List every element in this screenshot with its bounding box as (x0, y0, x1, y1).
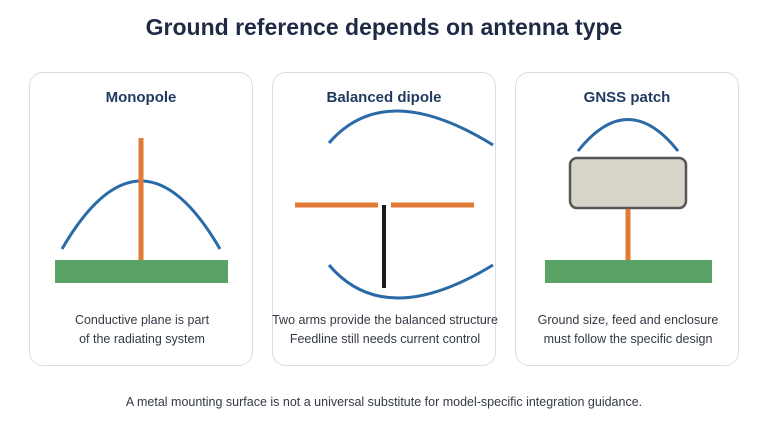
caption-line: Ground size, feed and enclosure (537, 313, 719, 327)
card-monopole: Monopole Conductive plane is part of the… (29, 72, 253, 366)
gnss-patch-diagram (545, 118, 712, 283)
footer-note: A metal mounting surface is not a univer… (125, 395, 643, 409)
card-gnss-patch: GNSS patch Ground size, feed and enclosu… (515, 72, 739, 366)
caption-line: of the radiating system (79, 332, 205, 346)
ground-plane (55, 260, 228, 283)
caption-line: Conductive plane is part (74, 313, 210, 327)
card-balanced-dipole: Balanced dipole Two arms provide the bal… (272, 72, 498, 366)
caption-line: must follow the specific design (543, 332, 713, 346)
caption-line: Two arms provide the balanced structure (272, 313, 498, 327)
radiation-arc (576, 118, 680, 152)
monopole-diagram (55, 138, 228, 283)
card-title-monopole: Monopole (105, 89, 177, 106)
dipole-diagram (295, 109, 494, 300)
card-title-balanced-dipole: Balanced dipole (326, 89, 442, 106)
caption-gnss-patch: Ground size, feed and enclosure must fol… (506, 311, 750, 349)
card-title-gnss-patch: GNSS patch (583, 89, 671, 106)
caption-balanced-dipole: Two arms provide the balanced structure … (263, 311, 507, 349)
radiation-arc-top (327, 109, 494, 147)
radiation-arc-bottom (327, 263, 494, 300)
caption-monopole: Conductive plane is part of the radiatin… (20, 311, 264, 349)
patch-element (568, 156, 688, 210)
caption-line: Feedline still needs current control (289, 332, 481, 346)
page-title: Ground reference depends on antenna type (145, 14, 623, 40)
ground-plane (545, 260, 712, 283)
